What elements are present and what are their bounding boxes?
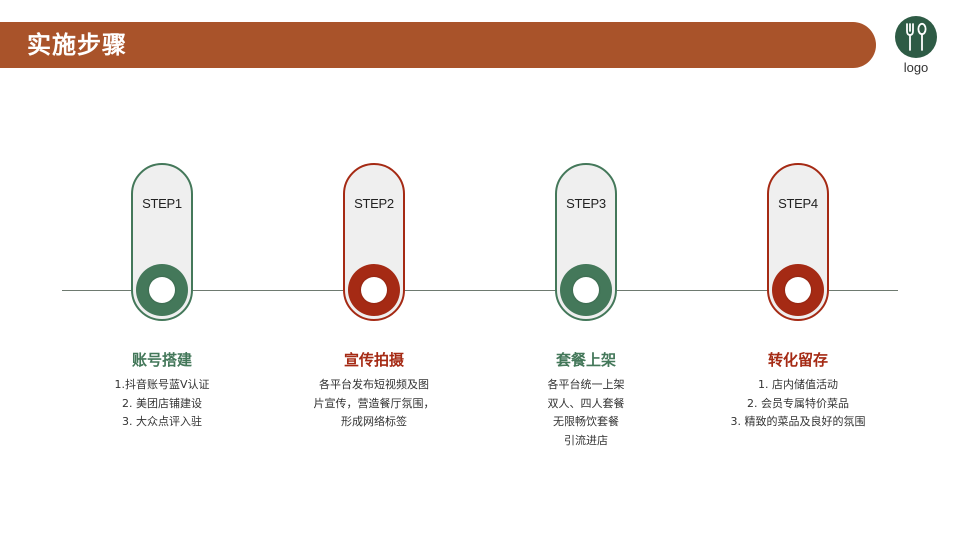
step-heading: 宣传拍摄 xyxy=(343,351,404,369)
step-line: 片宣传，营造餐厅氛围， xyxy=(313,396,435,410)
step-line: 3. 大众点评入驻 xyxy=(122,415,202,428)
step-4-marker: STEP4 xyxy=(767,163,829,321)
logo-label: logo xyxy=(903,60,929,75)
ring-center xyxy=(785,277,811,303)
timeline-line xyxy=(62,290,898,291)
step-line: 1.抖音账号蓝V认证 xyxy=(114,378,210,391)
step-line: 引流进店 xyxy=(564,433,608,447)
step-label: STEP2 xyxy=(354,196,394,211)
step-line: 2. 会员专属特价菜品 xyxy=(747,396,849,410)
title-banner: 实施步骤 xyxy=(0,22,876,68)
step-4-description: 转化留存 1. 店内储值活动 2. 会员专属特价菜品 3. 精致的菜品及良好的氛… xyxy=(688,350,908,432)
fork-spoon-icon xyxy=(906,22,927,51)
step-1-description: 账号搭建 1.抖音账号蓝V认证 2. 美团店铺建设 3. 大众点评入驻 xyxy=(52,350,272,432)
step-line: 各平台发布短视频及图 xyxy=(319,378,429,391)
logo-badge xyxy=(895,16,937,58)
step-heading: 转化留存 xyxy=(767,351,828,369)
page-title: 实施步骤 xyxy=(27,31,127,59)
step-line: 3. 精致的菜品及良好的氛围 xyxy=(730,415,866,428)
step-3-marker: STEP3 xyxy=(555,163,617,321)
step-heading: 套餐上架 xyxy=(555,351,616,369)
step-2-marker: STEP2 xyxy=(343,163,405,321)
step-line: 形成网络标签 xyxy=(341,415,407,428)
step-line: 1. 店内储值活动 xyxy=(758,378,838,391)
ring-center xyxy=(573,277,599,303)
step-line: 无限畅饮套餐 xyxy=(553,415,619,428)
step-ring-icon xyxy=(772,264,824,316)
ring-center xyxy=(361,277,387,303)
step-ring-icon xyxy=(136,264,188,316)
step-heading: 账号搭建 xyxy=(131,351,192,369)
step-line: 各平台统一上架 xyxy=(547,378,625,391)
step-label: STEP1 xyxy=(142,196,182,211)
step-label: STEP3 xyxy=(566,196,606,211)
step-label: STEP4 xyxy=(778,196,818,211)
step-ring-icon xyxy=(560,264,612,316)
step-line: 双人、四人套餐 xyxy=(547,396,625,410)
step-2-description: 宣传拍摄 各平台发布短视频及图 片宣传，营造餐厅氛围， 形成网络标签 xyxy=(264,350,484,432)
step-3-description: 套餐上架 各平台统一上架 双人、四人套餐 无限畅饮套餐 引流进店 xyxy=(476,350,696,450)
step-1-marker: STEP1 xyxy=(131,163,193,321)
step-line: 2. 美团店铺建设 xyxy=(122,396,202,410)
step-ring-icon xyxy=(348,264,400,316)
ring-center xyxy=(149,277,175,303)
